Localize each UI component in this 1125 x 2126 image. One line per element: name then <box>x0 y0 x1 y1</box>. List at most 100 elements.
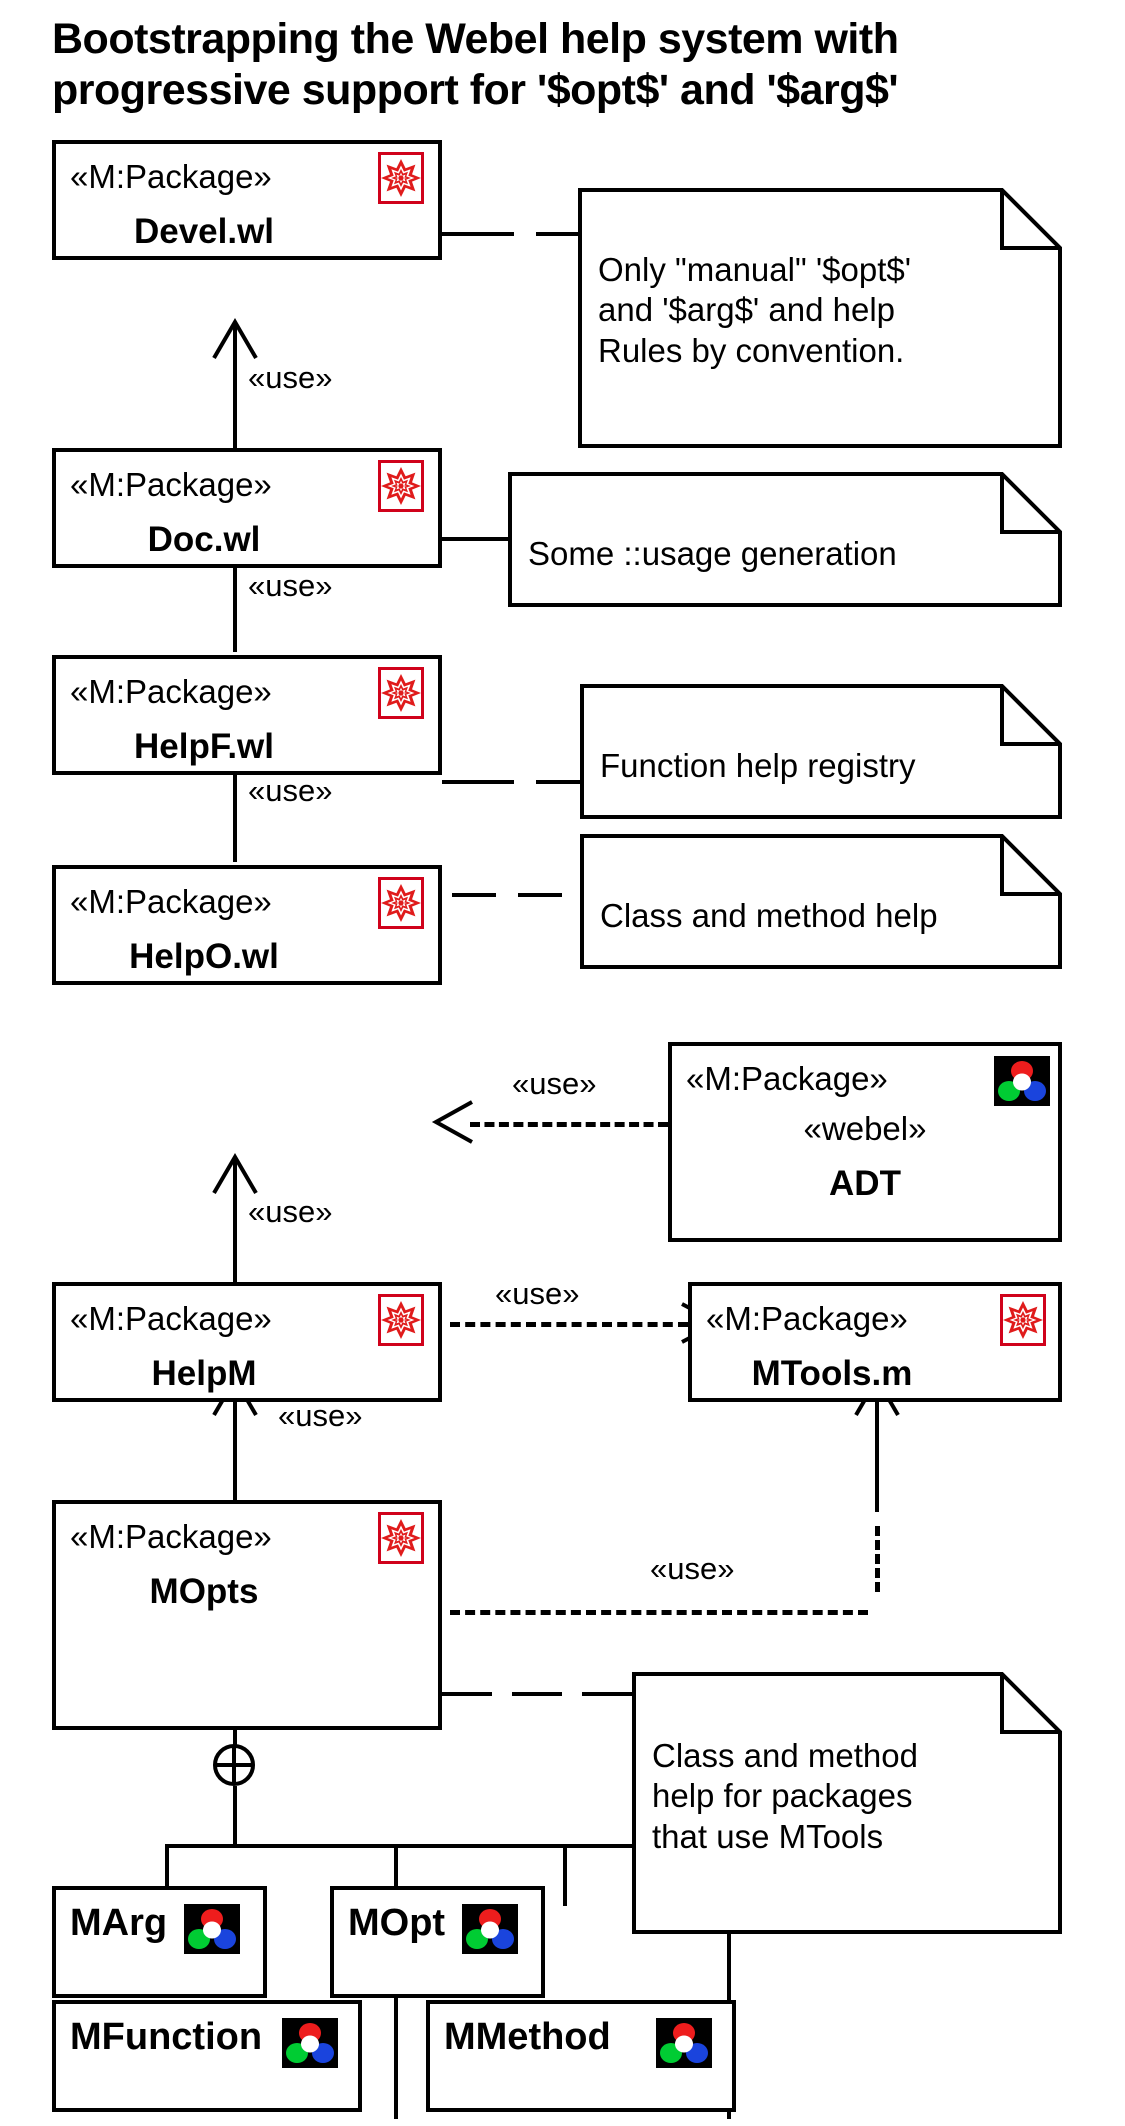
label-use-helpo-helpf: «use» <box>248 773 333 808</box>
wolfram-icon <box>378 877 424 929</box>
note-text: Only "manual" '$opt$' and '$arg$' and he… <box>598 250 1036 371</box>
note-line: Rules by convention. <box>598 331 905 369</box>
connector-adt-to-helpo-dashed <box>470 1122 668 1127</box>
package-name: Doc.wl <box>147 520 261 559</box>
wolfram-icon <box>378 1512 424 1564</box>
composition-bus-horizontal <box>165 1844 731 1848</box>
note-line: that use MTools <box>652 1817 884 1855</box>
connector-mopts-to-mtools-dashed <box>450 1610 868 1615</box>
package-stereotype: «M:Package» <box>706 1300 908 1337</box>
wolfram-icon <box>1000 1294 1046 1346</box>
label-use-helpm-mtools: «use» <box>495 1276 580 1311</box>
class-name: MFunction <box>70 2016 263 2058</box>
class-mopt[interactable]: MOpt <box>330 1886 545 1998</box>
package-helpf[interactable]: «M:Package» HelpF.wl <box>52 655 442 775</box>
note-line: Class and method help <box>600 897 938 934</box>
connector-mopts-to-helpm <box>233 1382 237 1500</box>
note-text: Class and method help <box>600 896 1036 936</box>
label-use-doc-devel: «use» <box>248 360 333 395</box>
note-leader-mopts-dash2 <box>582 1692 632 1696</box>
note-doc: Some ::usage generation <box>508 472 1062 607</box>
package-name: HelpO.wl <box>129 937 279 976</box>
note-leader-doc-solid <box>442 537 508 541</box>
note-leader-helpf-solid <box>442 780 514 784</box>
class-name: MArg <box>70 1902 168 1944</box>
class-marg[interactable]: MArg <box>52 1886 267 1998</box>
label-use-mopts-mtools: «use» <box>650 1551 735 1586</box>
wolfram-icon <box>378 152 424 204</box>
webel-icon <box>656 2018 712 2068</box>
wolfram-icon <box>378 460 424 512</box>
composition-diamond-icon <box>211 1742 257 1788</box>
package-stereotype: «M:Package» <box>70 1300 272 1337</box>
connector-doc-to-devel <box>233 325 237 450</box>
class-mmethod[interactable]: MMethod <box>426 2000 736 2112</box>
note-leader-helpf-dash <box>536 780 580 784</box>
package-name: MOpts <box>149 1572 259 1611</box>
note-helpf: Function help registry <box>580 684 1062 819</box>
package-devel[interactable]: «M:Package» Devel.wl <box>52 140 442 260</box>
note-devel: Only "manual" '$opt$' and '$arg$' and he… <box>578 188 1062 448</box>
composition-drop-marg <box>165 1844 169 1906</box>
package-stereotype: «M:Package» <box>70 158 272 195</box>
label-use-mopts-helpm: «use» <box>278 1398 363 1433</box>
note-helpo: Class and method help <box>580 834 1062 969</box>
note-leader-mopts-solid <box>442 1692 492 1696</box>
note-leader-helpo-dash1 <box>452 893 496 897</box>
wolfram-icon <box>378 667 424 719</box>
webel-icon <box>282 2018 338 2068</box>
composition-drop-mopt <box>563 1844 567 1906</box>
webel-icon <box>994 1056 1050 1106</box>
note-leader-devel-solid <box>442 232 514 236</box>
note-line: help for packages <box>652 1777 913 1815</box>
note-line: and '$arg$' and help <box>598 291 896 329</box>
connector-helpm-to-mtools-dashed <box>450 1322 688 1327</box>
note-mopts: Class and method help for packages that … <box>632 1672 1062 1934</box>
wolfram-icon <box>378 1294 424 1346</box>
package-mtools[interactable]: «M:Package» MTools.m <box>688 1282 1062 1402</box>
page-title-line-1: Bootstrapping the Webel help system with <box>52 15 899 63</box>
package-helpo[interactable]: «M:Package» HelpO.wl <box>52 865 442 985</box>
webel-icon <box>462 1904 518 1954</box>
note-leader-mopts-dash1 <box>512 1692 562 1696</box>
note-line: Only "manual" '$opt$' <box>598 251 912 288</box>
composition-drop-mmethod <box>727 1844 731 2119</box>
connector-helpf-to-doc <box>233 532 237 652</box>
class-name: MOpt <box>348 1902 446 1944</box>
package-adt[interactable]: «M:Package» «webel» ADT <box>668 1042 1062 1242</box>
note-text: Class and method help for packages that … <box>652 1736 1036 1857</box>
note-leader-devel-dash <box>536 232 580 236</box>
arrowhead-adt-to-helpo <box>430 1098 478 1146</box>
package-name: MTools.m <box>751 1354 913 1393</box>
package-mopts[interactable]: «M:Package» MOpts <box>52 1500 442 1730</box>
package-helpm[interactable]: «M:Package» HelpM <box>52 1282 442 1402</box>
arrowhead-doc-to-devel <box>210 318 260 362</box>
connector-mmethod-to-mtools <box>875 1382 879 1512</box>
package-stereotype: «M:Package» <box>686 1060 888 1097</box>
package-name: ADT <box>829 1164 901 1203</box>
note-line: Some ::usage generation <box>528 535 897 572</box>
note-line: Class and method <box>652 1737 918 1774</box>
package-doc[interactable]: «M:Package» Doc.wl <box>52 448 442 568</box>
package-stereotype-webel: «webel» <box>803 1110 927 1147</box>
package-name: Devel.wl <box>133 212 275 251</box>
package-stereotype: «M:Package» <box>70 673 272 710</box>
note-text: Function help registry <box>600 746 1036 786</box>
package-stereotype: «M:Package» <box>70 1518 272 1555</box>
composition-stem-top <box>233 1727 237 1749</box>
class-mfunction[interactable]: MFunction <box>52 2000 362 2112</box>
page-title-line-2: progressive support for '$opt$' and '$ar… <box>52 65 899 114</box>
class-name: MMethod <box>444 2016 611 2058</box>
page-title: Bootstrapping the Webel help system with… <box>52 14 1062 115</box>
connector-helpo-to-helpf <box>233 740 237 862</box>
package-stereotype: «M:Package» <box>70 466 272 503</box>
label-use-helpm-helpo: «use» <box>248 1194 333 1229</box>
arrowhead-helpm-to-helpo <box>210 1153 260 1197</box>
label-use-helpf-doc: «use» <box>248 568 333 603</box>
note-text: Some ::usage generation <box>528 534 1036 574</box>
note-leader-helpo-dash2 <box>518 893 562 897</box>
connector-helpm-to-helpo <box>233 1160 237 1282</box>
connector-mmethod-mtools-dashed <box>875 1526 880 1592</box>
package-name: HelpM <box>151 1354 257 1393</box>
